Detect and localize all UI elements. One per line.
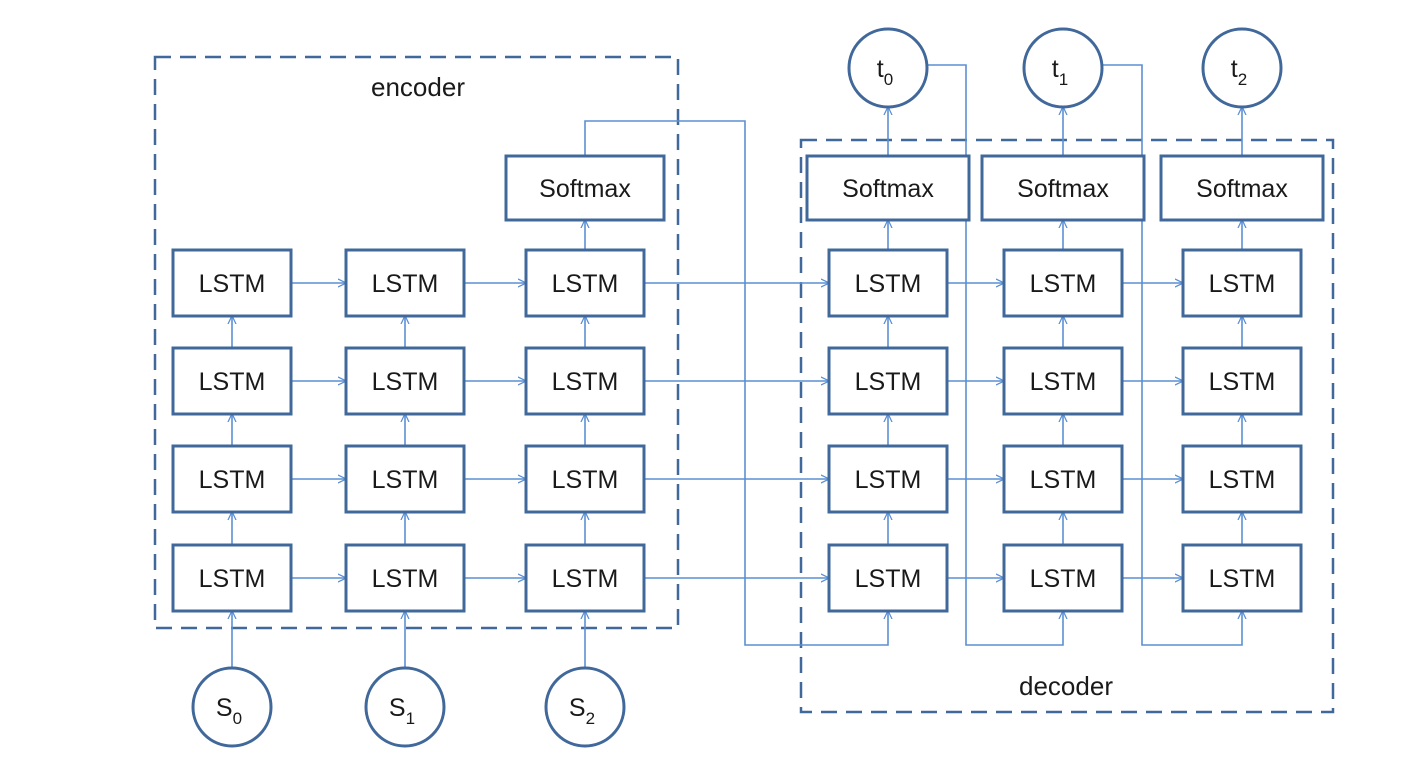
dec-lstm-r2-c1-label: LSTM <box>1030 466 1097 494</box>
output-node-t0 <box>847 27 929 109</box>
enc-lstm-r3-c0-label: LSTM <box>199 565 266 593</box>
output-node-t0-label: t0 <box>877 55 893 89</box>
dec-lstm-r2-c2-label: LSTM <box>1209 466 1276 494</box>
enc-softmax-feed-arrow <box>584 120 888 646</box>
dec-lstm-r0-c1-label: LSTM <box>1030 270 1097 298</box>
output-node-t2 <box>1201 27 1283 109</box>
io-nodes: S0 S1 S2 t0 t1 t2 <box>191 27 1283 748</box>
dec-softmax-0 <box>805 154 971 222</box>
dec-softmax-2-label: Softmax <box>1196 175 1288 203</box>
dec-lstm-r1-c1-label: LSTM <box>1030 368 1097 396</box>
dec-softmax-1-label: Softmax <box>1017 175 1109 203</box>
dec-lstm-r2-c0 <box>827 444 949 514</box>
enc-lstm-r0-c2-label: LSTM <box>552 270 619 298</box>
enc-softmax-label: Softmax <box>539 175 631 203</box>
enc-lstm-r1-c0 <box>171 346 293 416</box>
dec-lstm-r3-c0 <box>827 543 949 613</box>
enc-lstm-r2-c1-label: LSTM <box>372 466 439 494</box>
output-node-t1-label: t1 <box>1052 55 1068 89</box>
dec-lstm-r3-c2-label: LSTM <box>1209 565 1276 593</box>
dec-lstm-r0-c1 <box>1002 248 1124 318</box>
enc-lstm-r0-c1-label: LSTM <box>372 270 439 298</box>
enc-lstm-r3-c2 <box>524 543 646 613</box>
dec-lstm-r1-c0-label: LSTM <box>855 368 922 396</box>
feedback-arrow-t1 <box>1102 64 1242 646</box>
input-node-s1-label: S1 <box>389 694 415 728</box>
dec-lstm-r3-c1-label: LSTM <box>1030 565 1097 593</box>
enc-lstm-r2-c0-label: LSTM <box>199 466 266 494</box>
dec-softmax-0-label: Softmax <box>842 175 934 203</box>
enc-lstm-r0-c0 <box>171 248 293 318</box>
input-node-s0-label: S0 <box>216 694 242 728</box>
dec-lstm-r2-c2 <box>1181 444 1303 514</box>
enc-softmax <box>504 154 666 222</box>
output-node-t1 <box>1022 27 1104 109</box>
decoder-group-frame <box>799 138 1335 714</box>
dec-lstm-r3-c0-label: LSTM <box>855 565 922 593</box>
dec-lstm-r1-c2 <box>1181 346 1303 416</box>
enc-lstm-r2-c2 <box>524 444 646 514</box>
enc-lstm-r3-c1-label: LSTM <box>372 565 439 593</box>
dec-lstm-r3-c1 <box>1002 543 1124 613</box>
enc-lstm-r2-c1 <box>344 444 466 514</box>
dec-lstm-r2-c1 <box>1002 444 1124 514</box>
enc-lstm-r0-c2 <box>524 248 646 318</box>
dec-softmax-1 <box>980 154 1146 222</box>
encoder-label: encoder <box>371 72 465 102</box>
enc-lstm-r1-c0-label: LSTM <box>199 368 266 396</box>
enc-lstm-r1-c2 <box>524 346 646 416</box>
input-node-s2-label: S2 <box>569 694 595 728</box>
dec-lstm-r0-c2-label: LSTM <box>1209 270 1276 298</box>
encoder-group-frame <box>153 55 680 630</box>
output-node-t2-label: t2 <box>1231 55 1247 89</box>
network-blocks: LSTM LSTM LSTM LSTM LSTM LSTM LSTM LSTM LSTM LSTM… <box>171 154 1325 613</box>
dec-lstm-r1-c0 <box>827 346 949 416</box>
dec-lstm-r1-c2-label: LSTM <box>1209 368 1276 396</box>
decoder-label: decoder <box>1019 671 1113 701</box>
dec-lstm-r1-c1 <box>1002 346 1124 416</box>
enc-lstm-r2-c0 <box>171 444 293 514</box>
dec-lstm-r0-c2 <box>1181 248 1303 318</box>
dec-softmax-2 <box>1159 154 1325 222</box>
input-node-s2 <box>544 666 626 748</box>
enc-lstm-r1-c2-label: LSTM <box>552 368 619 396</box>
feedback-arrow-t0 <box>927 64 1063 646</box>
enc-lstm-r0-c0-label: LSTM <box>199 270 266 298</box>
enc-lstm-r2-c2-label: LSTM <box>552 466 619 494</box>
dec-lstm-r3-c2 <box>1181 543 1303 613</box>
dec-lstm-r0-c0-label: LSTM <box>855 270 922 298</box>
connection-arrows <box>232 64 1242 668</box>
enc-lstm-r3-c1 <box>344 543 466 613</box>
input-node-s0 <box>191 666 273 748</box>
enc-lstm-r1-c1 <box>344 346 466 416</box>
dec-lstm-r2-c0-label: LSTM <box>855 466 922 494</box>
enc-lstm-r3-c2-label: LSTM <box>552 565 619 593</box>
enc-lstm-r1-c1-label: LSTM <box>372 368 439 396</box>
enc-lstm-r3-c0 <box>171 543 293 613</box>
input-node-s1 <box>364 666 446 748</box>
enc-lstm-r0-c1 <box>344 248 466 318</box>
dec-lstm-r0-c0 <box>827 248 949 318</box>
